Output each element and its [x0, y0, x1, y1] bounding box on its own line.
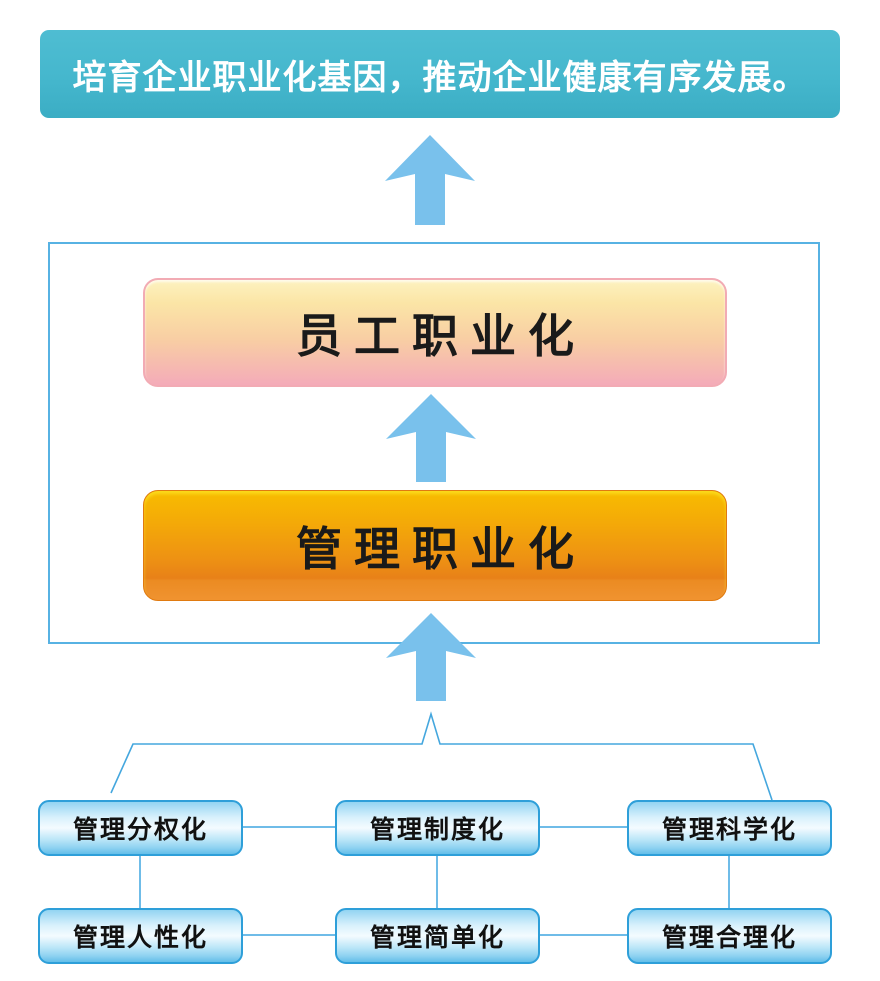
up-arrow-icon — [386, 613, 476, 701]
node-management-humanization: 管理人性化 — [38, 908, 243, 964]
header-banner: 培育企业职业化基因，推动企业健康有序发展。 — [40, 30, 840, 118]
employee-professionalization-label: 员工职业化 — [296, 309, 586, 362]
connector-line — [540, 934, 632, 936]
employee-professionalization-box: 员工职业化 — [143, 278, 727, 387]
node-management-decentralization: 管理分权化 — [38, 800, 243, 856]
node-label: 管理简单化 — [369, 924, 505, 952]
connector-line — [728, 855, 730, 909]
connector-line — [139, 855, 141, 909]
connector-line — [243, 826, 335, 828]
connector-line — [540, 826, 632, 828]
node-label: 管理合理化 — [661, 924, 797, 952]
bracket-connector-lines — [110, 711, 773, 801]
up-arrow-icon — [385, 135, 475, 225]
management-professionalization-label: 管理职业化 — [296, 522, 586, 575]
node-label: 管理制度化 — [369, 816, 505, 844]
node-label: 管理人性化 — [72, 924, 208, 952]
node-management-simplification: 管理简单化 — [335, 908, 540, 964]
connector-line — [436, 855, 438, 909]
connector-line — [243, 934, 335, 936]
node-label: 管理分权化 — [72, 816, 208, 844]
banner-title: 培育企业职业化基因，推动企业健康有序发展。 — [72, 58, 808, 97]
node-management-rationalization: 管理合理化 — [627, 908, 832, 964]
node-label: 管理科学化 — [661, 816, 797, 844]
node-management-institutionalization: 管理制度化 — [335, 800, 540, 856]
node-management-scientification: 管理科学化 — [627, 800, 832, 856]
up-arrow-icon — [386, 394, 476, 482]
management-professionalization-box: 管理职业化 — [143, 490, 727, 601]
